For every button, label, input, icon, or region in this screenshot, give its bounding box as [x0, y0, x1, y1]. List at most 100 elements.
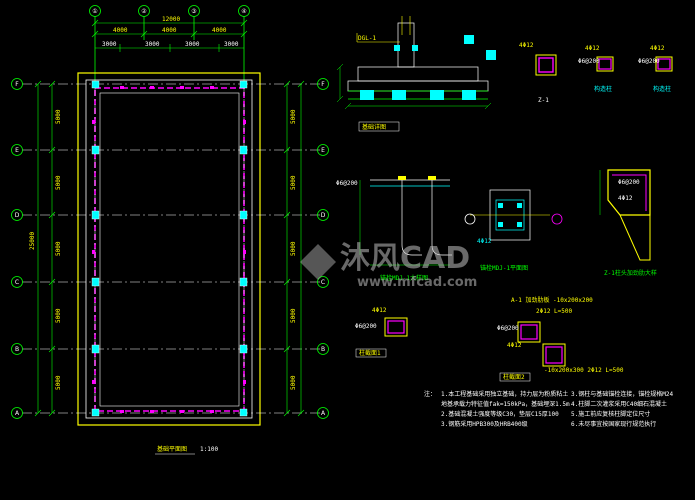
side-dimension-3: 5000	[55, 241, 62, 256]
right-dimension-2: 5000	[290, 175, 297, 190]
lower-dimension-2: 3000	[145, 41, 160, 48]
gz-a-stirrup: Φ6@200	[578, 58, 600, 65]
lower-dimension-4: 3000	[224, 41, 239, 48]
top-total-dimension: 12000	[162, 16, 180, 23]
lower-dimension-1: 3000	[102, 41, 117, 48]
cap-stirrup: Φ6@200	[618, 179, 640, 186]
gz-b-title: 构造柱	[653, 85, 671, 93]
plan-scale: 1:100	[200, 446, 218, 453]
gz-a-outline	[596, 56, 614, 72]
note-right-3: 5.施工前应复核柱脚定位尺寸	[571, 410, 650, 418]
plan-title: 基础平面图	[157, 445, 187, 453]
axis-label-col-4: ④	[241, 8, 246, 15]
lower-dimension-3: 3000	[185, 41, 200, 48]
row-axis-lines	[22, 83, 323, 414]
top-dimension-lines	[91, 19, 248, 52]
right-dimension-4: 5000	[290, 308, 297, 323]
note-right-1: 3.钢柱与基础锚栓连接，锚栓规格M24	[571, 390, 673, 398]
section-z1-rebar	[538, 57, 554, 73]
note-left-2: 地基承载力特征值fak=150kPa，基础埋深1.5m	[441, 400, 570, 408]
section-z1-rebar-label: 4Φ12	[519, 42, 534, 49]
left-dimension-chain	[34, 80, 56, 417]
section-title-box	[358, 121, 400, 132]
axis-label-row-f: F	[15, 81, 19, 88]
side-dimension-2: 5000	[55, 175, 62, 190]
col-b-rebar: 4Φ12	[507, 342, 522, 349]
foundation-plan: ① ② ③ ④ 12000 4000 4000 4000 3000 3000 3…	[11, 5, 329, 455]
gz-b-stirrup: Φ6@200	[638, 58, 660, 65]
top-dimension-2: 4000	[162, 27, 177, 34]
axis-label-col-3: ③	[191, 8, 196, 15]
note-left-3: 2.基础混凝土强度等级C30，垫层C15厚100	[441, 410, 559, 418]
axis-label-col-1: ①	[92, 8, 97, 15]
column-axis-bubbles	[89, 5, 250, 86]
watermark: 沐风CAD www.mfcad.com	[300, 241, 477, 290]
gz-a-title: 构造柱	[594, 85, 612, 93]
col-a-title: 柱截面1	[359, 349, 381, 357]
gz-b-outline	[655, 56, 673, 72]
right-dimension-chain	[283, 80, 305, 417]
axis-label-col-2: ②	[141, 8, 147, 15]
notes-heading: 注：	[424, 390, 436, 398]
top-dimension-3: 4000	[212, 27, 227, 34]
col-plate-spec: -10x200x300 2Φ12 L=500	[544, 367, 624, 374]
side-dimension-1: 5000	[55, 109, 62, 124]
axis-label-row-c-right: C	[321, 279, 325, 286]
gz-b-rebar	[657, 58, 671, 70]
column-cap-detail: Φ6@200 4Φ12 Z-1柱头加劲肋大样	[599, 169, 657, 277]
note-right-4: 6.未尽事宜按国家现行规范执行	[571, 420, 656, 428]
side-total-dimension: 25000	[29, 232, 36, 250]
magenta-tie-markers	[92, 86, 246, 413]
foundation-beam-tag: DGL-1	[358, 35, 376, 42]
column-sections-lower: 4Φ12 Φ6@200 柱截面1 A-1 加劲肋板 -10x200x200 2Φ…	[355, 296, 624, 382]
axis-label-row-d: D	[15, 212, 20, 219]
anchor-bolt-plan: 4Φ12 锚栓MDJ-1平面图	[464, 189, 563, 272]
right-dimension-3: 5000	[290, 241, 297, 256]
note-right-2: 4.柱脚二次灌浆采用C40细石混凝土	[571, 400, 667, 408]
gz-a-rebar	[598, 58, 612, 70]
gz-b-rebar-label: 4Φ12	[650, 45, 665, 52]
note-left-4: 3.钢筋采用HPB300及HRB400级	[441, 420, 528, 428]
axis-label-row-c: C	[15, 279, 19, 286]
gz-a-rebar-label: 4Φ12	[585, 45, 600, 52]
watermark-url: www.mfcad.com	[357, 275, 477, 290]
top-dimension-1: 4000	[113, 27, 128, 34]
section-z1-outline	[535, 54, 557, 76]
side-dimension-5: 5000	[55, 375, 62, 390]
note-left-1: 1.本工程基础采用独立基础，持力层为粉质粘土	[441, 390, 568, 398]
axis-label-row-e: E	[15, 147, 19, 154]
col-b-stirrup: Φ6@200	[497, 325, 519, 332]
watermark-brand: 沐风CAD	[340, 241, 470, 276]
axis-label-row-f-right: F	[321, 81, 325, 88]
right-dimension-1: 5000	[290, 109, 297, 124]
axis-label-row-e-right: E	[321, 147, 325, 154]
small-column-sections: Z-1 4Φ12 4Φ12 Φ6@200 构造柱 4Φ12 Φ6@200 构造柱	[519, 42, 673, 104]
side-dimension-4: 5000	[55, 308, 62, 323]
anchor-plan-title: 锚栓MDJ-1平面图	[480, 264, 528, 272]
anchor-elevation-title: 锚栓MDJ-1大样图	[380, 274, 428, 282]
anchor-elevation-tag: Φ6@200	[336, 180, 358, 187]
anchor-bolt-elevation: Φ6@200 锚栓MDJ-1大样图	[336, 176, 452, 282]
anchor-plan-rebar: 4Φ12	[477, 238, 492, 245]
cap-rebar: 4Φ12	[618, 195, 633, 202]
axis-label-row-d-right: D	[321, 212, 326, 219]
axis-label-row-a-right: A	[321, 410, 326, 417]
col-a-rebar: 4Φ12	[372, 307, 387, 314]
column-footings	[91, 80, 248, 417]
row-axis-bubbles	[11, 78, 329, 419]
section-z1-label: Z-1	[538, 97, 549, 104]
general-notes: 注： 1.本工程基础采用独立基础，持力层为粉质粘土 地基承载力特征值fak=15…	[424, 390, 673, 428]
watermark-logo-icon	[300, 244, 336, 280]
foundation-section-title: 基础详图	[362, 123, 386, 131]
axis-label-row-b-right: B	[321, 346, 325, 353]
col-a-stirrup: Φ6@200	[355, 323, 377, 330]
right-dimension-5: 5000	[290, 375, 297, 390]
foundation-section-detail: DGL-1 基础详图	[336, 16, 496, 132]
col-b-title: 柱截面2	[503, 373, 525, 381]
axis-label-row-a: A	[15, 410, 20, 417]
plate-spec: A-1 加劲肋板 -10x200x200	[511, 296, 593, 304]
cap-detail-title: Z-1柱头加劲肋大样	[604, 269, 657, 277]
col-cap-note: 2Φ12 L=500	[536, 308, 573, 315]
axis-label-row-b: B	[15, 346, 19, 353]
